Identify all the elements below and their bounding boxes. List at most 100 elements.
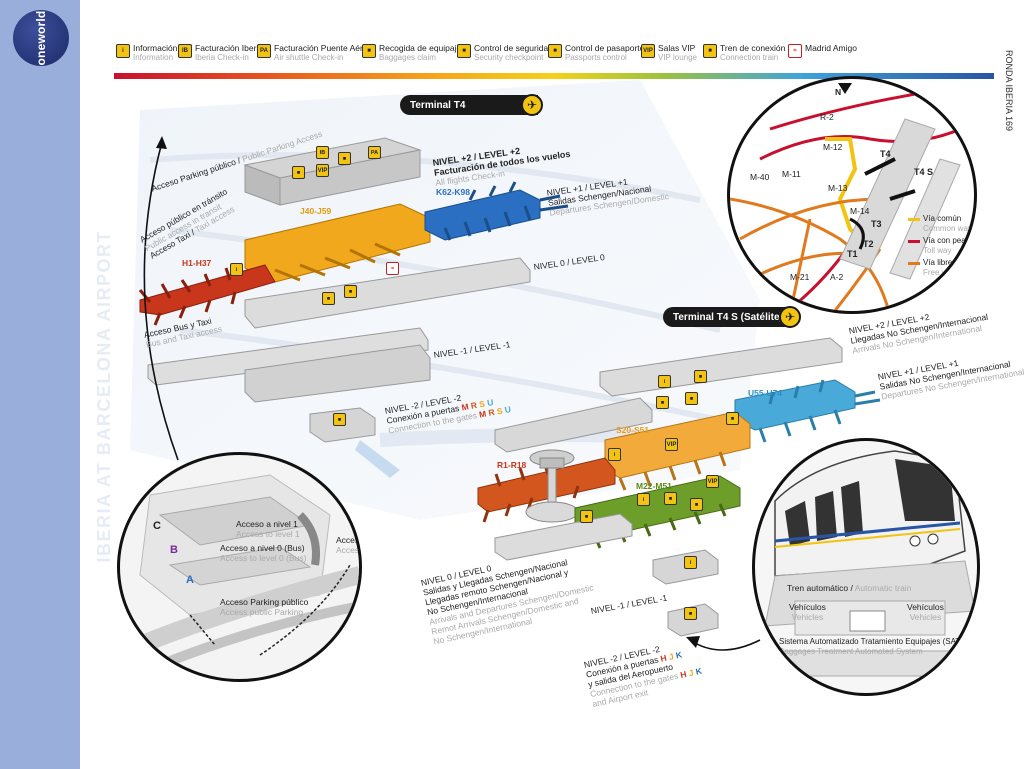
road-label: R-2 bbox=[820, 112, 834, 122]
t4s-level-m2-slab bbox=[667, 603, 719, 637]
terminal-label: T4 bbox=[880, 149, 891, 159]
legend-label-en: Security checkpoint bbox=[474, 53, 544, 62]
access-letter-b: B bbox=[170, 544, 178, 556]
road-label: M-11 bbox=[782, 169, 801, 179]
baggage-claim-icon: ■ bbox=[362, 44, 376, 58]
security-icon: ■ bbox=[338, 152, 351, 165]
oneworld-logo bbox=[13, 10, 69, 66]
terminal-t4-tag: Terminal T4 bbox=[400, 95, 538, 115]
legend-label: Tren de conexión bbox=[720, 43, 786, 53]
vip-icon: VIP bbox=[706, 475, 719, 488]
vip-icon: VIP bbox=[665, 438, 678, 451]
passport-icon: ■ bbox=[548, 44, 562, 58]
legend-label-en: Air shuttle Check-in bbox=[274, 53, 344, 62]
t4s-level1-slab bbox=[494, 397, 653, 453]
legend-label-en: Passports control bbox=[565, 53, 627, 62]
road-label: M-14 bbox=[850, 206, 870, 216]
road-label: A-2 bbox=[830, 272, 844, 282]
madrid-amigo-icon: ≈ bbox=[788, 44, 802, 58]
legend-item: ≈Madrid Amigo bbox=[788, 44, 857, 70]
plane-icon: ✈ bbox=[779, 306, 801, 328]
t4s-level0-slab bbox=[494, 513, 633, 561]
security-icon: ■ bbox=[726, 412, 739, 425]
arrow-t4s-inset bbox=[689, 639, 761, 651]
security-icon: ■ bbox=[457, 44, 471, 58]
vip-icon: VIP bbox=[641, 44, 655, 58]
t4-pier-j bbox=[244, 203, 431, 283]
road-label: M-40 bbox=[750, 172, 770, 182]
gates-k-label: K62-K98 bbox=[436, 187, 471, 197]
north-label: N bbox=[835, 87, 842, 97]
madrid-amigo-icon: ≈ bbox=[386, 262, 399, 275]
passport-icon: ■ bbox=[664, 492, 677, 505]
gates-h-label: H1-H37 bbox=[182, 258, 212, 268]
road-label: M-12 bbox=[823, 142, 843, 152]
rainbow-divider bbox=[114, 73, 994, 79]
arrow-t4-inset bbox=[143, 141, 179, 461]
terminal-label: T4 S bbox=[914, 167, 934, 177]
iberia-checkin-icon: IB bbox=[178, 44, 192, 58]
info-icon: i bbox=[116, 44, 130, 58]
legend-label-en: Baggages claim bbox=[379, 53, 436, 62]
iberia-checkin-icon: IB bbox=[316, 146, 329, 159]
t4-level-m1-slab bbox=[147, 327, 429, 386]
road-label: M-21 bbox=[790, 272, 810, 282]
legend-label-en: Information bbox=[133, 53, 174, 62]
terminal-label: T1 bbox=[847, 249, 858, 259]
security-icon: ■ bbox=[690, 498, 703, 511]
vip-icon: VIP bbox=[316, 164, 329, 177]
gates-m-label: M22-M51 bbox=[636, 481, 672, 491]
legend-label: Control de pasaportes bbox=[565, 43, 649, 53]
passport-icon: ■ bbox=[656, 396, 669, 409]
info-icon: i bbox=[658, 375, 671, 388]
road-label: M-13 bbox=[828, 183, 848, 193]
legend-label: Salas VIP bbox=[658, 43, 696, 53]
legend-label-en: VIP lounge bbox=[658, 53, 697, 62]
road-label: A-1 bbox=[898, 77, 912, 87]
train-inset: Tren automático / Automatic train Vehícu… bbox=[752, 438, 980, 696]
info-icon: i bbox=[608, 448, 621, 461]
control-tower bbox=[525, 449, 579, 523]
access-level0-label: Acceso a nivel 0 (Bus)Access to level 0 … bbox=[220, 543, 307, 563]
baggage-claim-icon: ■ bbox=[685, 392, 698, 405]
security-icon: ■ bbox=[292, 166, 305, 179]
gates-r-label: R1-R18 bbox=[497, 460, 527, 470]
baggage-claim-icon: ■ bbox=[580, 510, 593, 523]
legend-label-en: Connection train bbox=[720, 53, 779, 62]
plane-icon: ✈ bbox=[521, 94, 543, 116]
passport-icon: ■ bbox=[344, 285, 357, 298]
t4-level0-slab bbox=[244, 257, 531, 329]
t4-pier-k bbox=[424, 189, 541, 241]
t4-pier-h bbox=[139, 264, 276, 316]
terminal-label: T2 bbox=[863, 239, 874, 249]
info-icon: i bbox=[684, 556, 697, 569]
page-number: RONDA IBERIA 169 bbox=[1004, 50, 1014, 132]
legend-label-en: Iberia Check-in bbox=[195, 53, 249, 62]
side-strip: oneworld bbox=[0, 0, 80, 769]
gates-j-label: J40-J59 bbox=[300, 206, 332, 216]
train-icon: ■ bbox=[684, 607, 697, 620]
shuttle-checkin-icon: PA bbox=[368, 146, 381, 159]
legend-label: Control de seguridad bbox=[474, 43, 553, 53]
sate-label: Sistema Automatizado Tratamiento Equipaj… bbox=[779, 637, 969, 656]
security-icon: ■ bbox=[694, 370, 707, 383]
train-icon: ■ bbox=[333, 413, 346, 426]
access-level2-label: Acceso a nivel 2 (Taxi)Access to level 2… bbox=[336, 535, 362, 555]
location-inset-map: N A-1 R-2 M-12 M-40 M-11 M-13 M-14 M-21 … bbox=[727, 76, 977, 314]
